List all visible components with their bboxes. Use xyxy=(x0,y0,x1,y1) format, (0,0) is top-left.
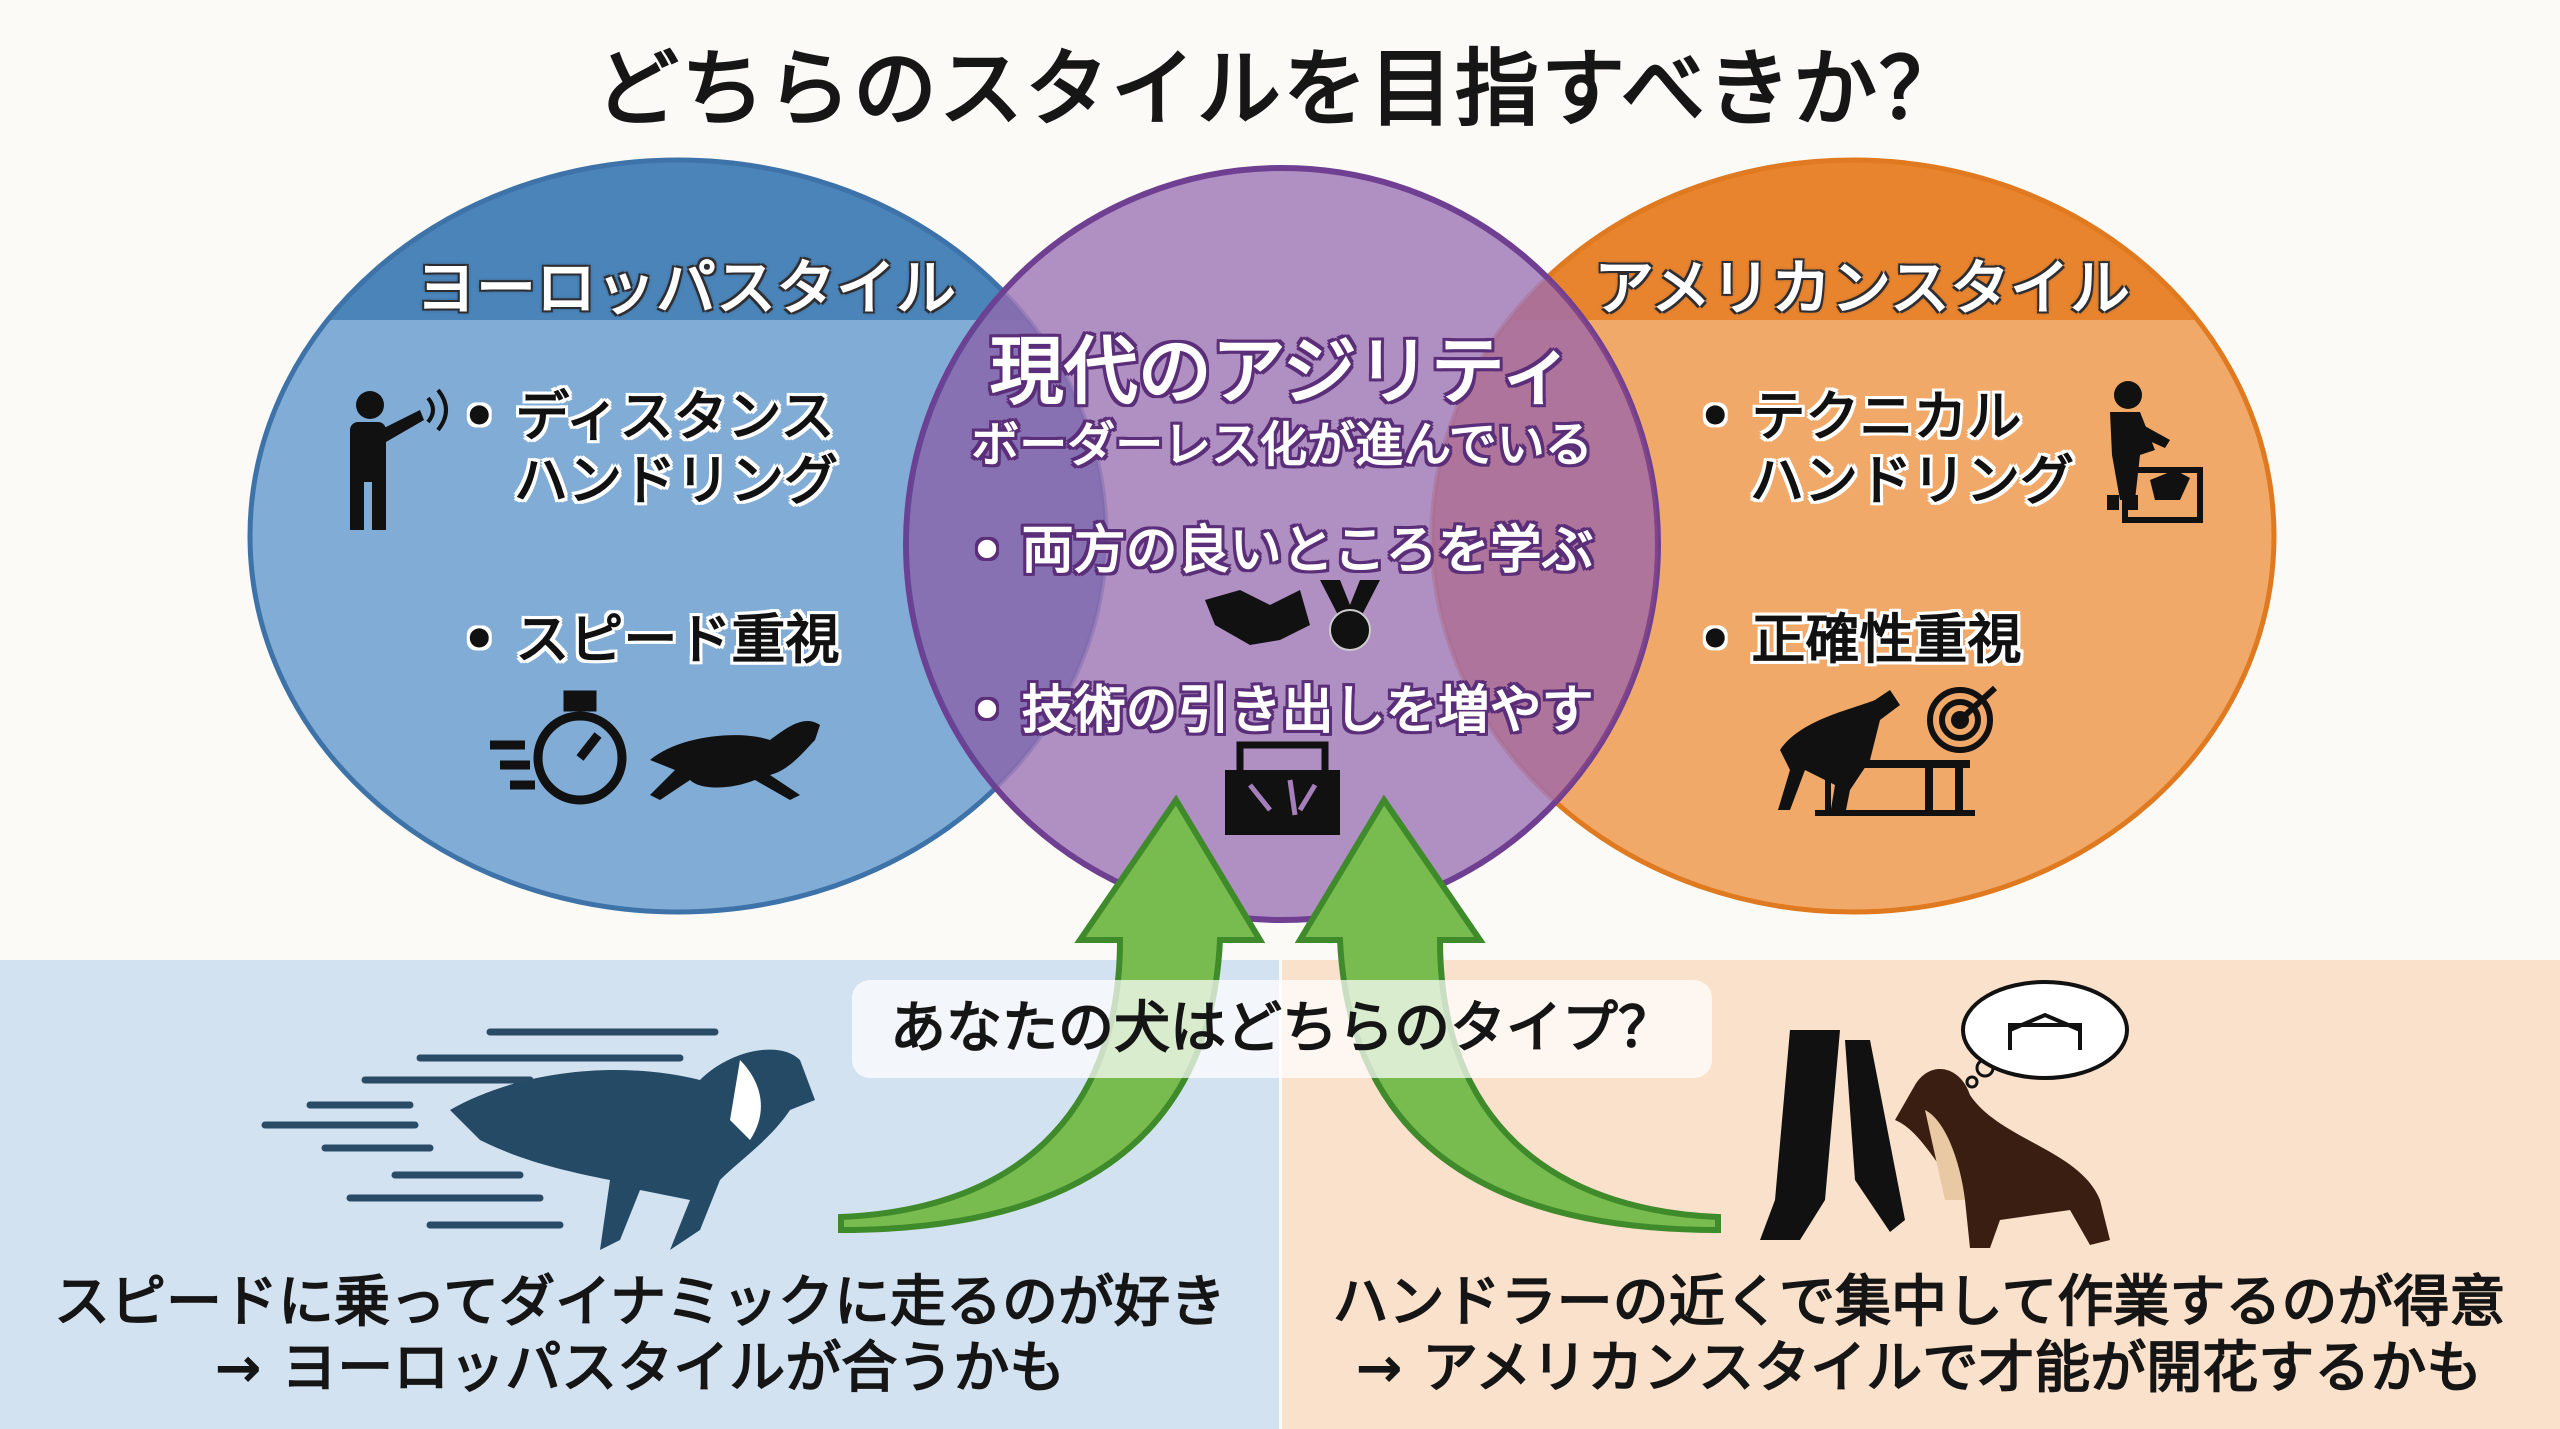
america-header: アメリカンスタイル xyxy=(1594,254,2130,324)
left-green-arrow xyxy=(838,794,1266,1234)
america-bullet-accuracy: • 正確性重視 xyxy=(1698,608,2022,671)
europe-bullet-speed: • スピード重視 xyxy=(462,608,840,671)
running-dog-icon xyxy=(650,720,820,800)
modern-bullet-learn: • 両方の良いところを学ぶ xyxy=(970,521,1594,581)
handshake-icon xyxy=(1205,590,1310,645)
modern-bullet-skills: • 技術の引き出しを増やす xyxy=(970,681,1594,741)
europe-bullet-distance-line2: ハンドリング xyxy=(514,449,838,512)
stopwatch-icon xyxy=(490,690,627,805)
modern-circle xyxy=(903,165,1661,923)
left-panel-line2: → ヨーロッパスタイルが合うかも xyxy=(214,1336,1066,1401)
page-title: どちらのスタイルを目指すべきか？ xyxy=(594,40,1966,138)
jumping-dog-icon xyxy=(1778,690,1975,816)
right-panel-line1: ハンドラーの近くで集中して作業するのが得意 xyxy=(1332,1270,2506,1335)
question-label: あなたの犬はどちらのタイプ？ xyxy=(852,980,1712,1078)
running-border-collie-illustration xyxy=(261,1028,815,1250)
modern-title: 現代のアジリティ xyxy=(989,329,1575,415)
europe-header: ヨーロッパスタイル xyxy=(416,254,956,324)
handler-legs-illustration xyxy=(1760,1030,1905,1240)
europe-bullet-distance: • ディスタンス xyxy=(462,385,835,448)
target-icon xyxy=(1927,685,1998,753)
thought-bubble-icon xyxy=(1961,980,2129,1089)
technical-handler-icon xyxy=(2107,381,2203,523)
right-green-arrow xyxy=(1294,794,1721,1234)
america-bullet-technical: • テクニカル xyxy=(1698,385,2022,448)
right-panel-line2: → アメリカンスタイルで才能が開花するかも xyxy=(1355,1336,2483,1401)
medal-icon xyxy=(1320,580,1380,651)
distance-handler-icon xyxy=(350,388,448,530)
left-panel-line1: スピードに乗ってダイナミックに走るのが好き xyxy=(53,1270,1227,1335)
modern-subtitle: ボーダーレス化が進んでいる xyxy=(971,417,1593,473)
sheltie-dog-illustration xyxy=(1895,1068,2110,1248)
america-bullet-technical-line2: ハンドリング xyxy=(1750,449,2074,512)
toolbox-icon xyxy=(1225,741,1340,835)
